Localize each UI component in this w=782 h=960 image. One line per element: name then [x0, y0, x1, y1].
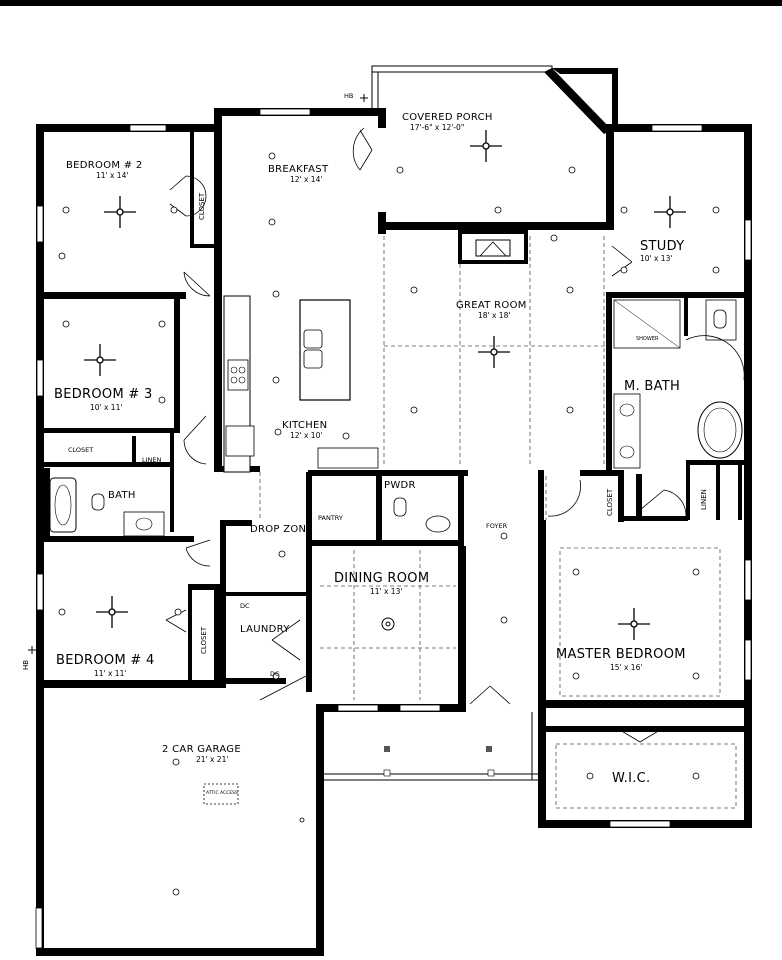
ceiling-fan-icon: [84, 344, 116, 376]
ceiling-fan-icon: [470, 130, 502, 162]
windows: [35, 108, 752, 949]
door-swings: [165, 127, 745, 743]
hb-left-label: HB: [22, 660, 30, 670]
closet-b2-label: CLOSET: [198, 192, 206, 220]
fireplace: [458, 230, 528, 264]
linen-label: LINEN: [142, 456, 162, 464]
hose-bib-marker: [360, 94, 368, 102]
porch-column: [384, 746, 390, 752]
ceiling-fan-icon: [104, 196, 136, 228]
dc-label-2: DC: [270, 670, 280, 678]
wic-label: W.I.C.: [612, 771, 650, 786]
dc-label: DC: [240, 602, 250, 610]
covered-porch-outline: [371, 65, 613, 222]
m-bath-label: M. BATH: [624, 379, 680, 394]
pwdr-label: PWDR: [384, 480, 416, 491]
closet-mb-label: CLOSET: [606, 488, 614, 516]
laundry-label: LAUNDRY: [240, 624, 290, 635]
linen-2-label: LINEN: [700, 489, 708, 510]
shower-label: SHOWER: [636, 336, 659, 342]
pantry-label: PANTRY: [318, 514, 343, 522]
bedroom-3-dim: 10' x 11': [90, 403, 122, 412]
breakfast-dim: 12' x 14': [290, 175, 322, 184]
study-dim: 10' x 13': [640, 254, 672, 263]
great-room-label: GREAT ROOM: [456, 300, 527, 311]
kitchen-dim: 12' x 10': [290, 431, 322, 440]
covered-porch-dim: 17'-6" x 12'-0": [410, 123, 464, 132]
room-labels: COVERED PORCH 17'-6" x 12'-0" BEDROOM # …: [22, 92, 708, 796]
garage-label: 2 CAR GARAGE: [162, 744, 241, 755]
hb-top-label: HB: [344, 92, 353, 100]
bath-label: BATH: [108, 490, 136, 501]
hose-bib-marker: [28, 646, 36, 654]
foyer-label: FOYER: [486, 522, 508, 530]
ceiling-fan-icon: [96, 596, 128, 628]
porch-column: [486, 746, 492, 752]
breakfast-label: BREAKFAST: [268, 164, 329, 175]
ceiling-fan-icon: [478, 336, 510, 368]
bedroom-2-dim: 11' x 14': [96, 171, 128, 180]
chandelier-icon: [381, 617, 395, 631]
bedroom-4-label: BEDROOM # 4: [56, 653, 155, 668]
attic-label: ATTIC ACCESS: [206, 790, 238, 796]
kitchen-fixtures: [223, 295, 379, 473]
front-porch-outline: [324, 712, 538, 781]
kitchen-label: KITCHEN: [282, 420, 327, 431]
covered-porch-label: COVERED PORCH: [402, 112, 493, 123]
drop-zone-label: DROP ZONE: [250, 524, 313, 535]
attic-access: [203, 783, 239, 805]
study-label: STUDY: [640, 239, 684, 254]
great-room-dim: 18' x 18': [478, 311, 510, 320]
dining-room-label: DINING ROOM: [334, 571, 429, 586]
bedroom-2-label: BEDROOM # 2: [66, 160, 143, 171]
closet-b3-label: CLOSET: [68, 446, 93, 454]
ceiling-fan-icon: [654, 196, 686, 228]
garage-dim: 21' x 21': [196, 755, 228, 764]
ceiling-grid-lines: [259, 236, 737, 809]
dining-room-dim: 11' x 13': [370, 587, 402, 596]
bedroom-4-dim: 11' x 11': [94, 669, 126, 678]
recessed-lights: [58, 152, 720, 896]
bath-fixtures: [49, 299, 743, 537]
closet-b4-label: CLOSET: [200, 626, 208, 654]
bedroom-3-label: BEDROOM # 3: [54, 387, 153, 402]
master-bedroom-label: MASTER BEDROOM: [556, 647, 686, 662]
master-bedroom-dim: 15' x 16': [610, 663, 642, 672]
paper-background: [0, 6, 782, 960]
ceiling-fan-icon: [618, 608, 650, 640]
